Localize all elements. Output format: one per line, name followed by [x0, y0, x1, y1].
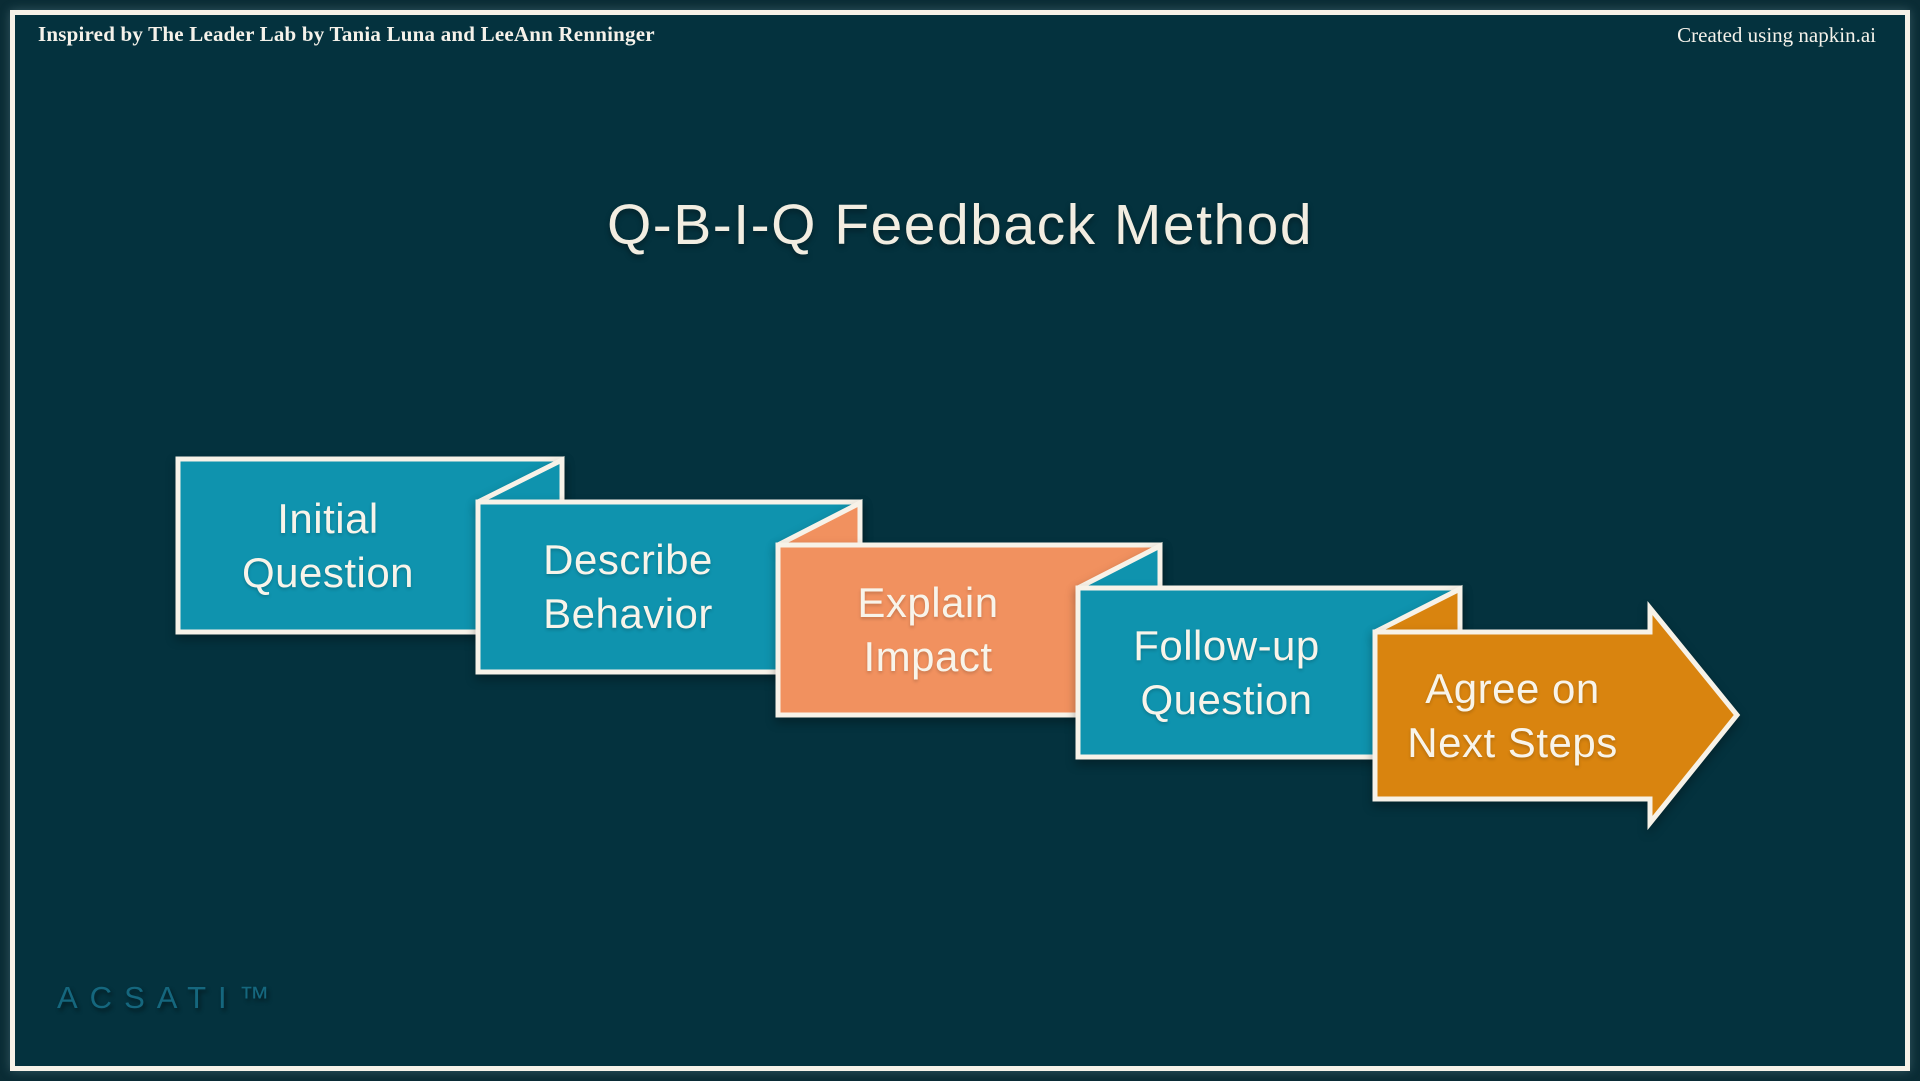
acsati-watermark: ACSATI™: [57, 980, 282, 1015]
page-title: Q-B-I-Q Feedback Method: [606, 193, 1314, 257]
step-shape-agree-on-next-steps-arrow: [1372, 600, 1741, 831]
attribution-text: Inspired by The Leader Lab by Tania Luna…: [38, 22, 655, 46]
napkin-credit-text: Created using napkin.ai: [1677, 23, 1876, 47]
